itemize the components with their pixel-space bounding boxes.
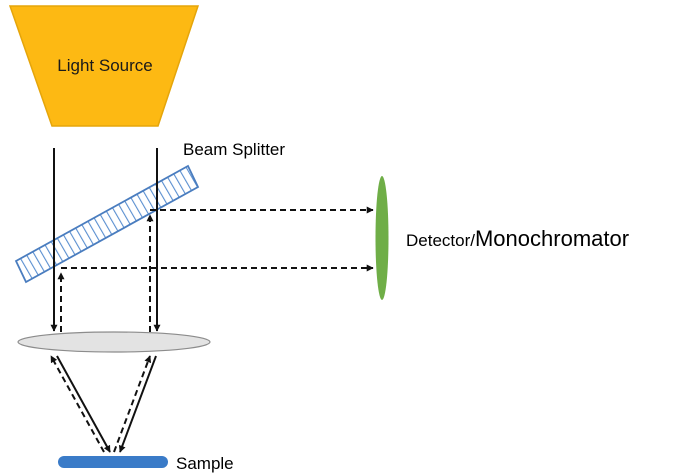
beam-splitter-label: Beam Splitter xyxy=(183,140,285,159)
light-source-shape xyxy=(8,5,200,127)
incident-beams xyxy=(50,148,161,332)
beam-left-up xyxy=(50,355,105,453)
detector-label-prefix: Detector/ xyxy=(406,231,475,250)
detector-label: Detector/Monochromator xyxy=(406,226,629,251)
detector-label-suffix: Monochromator xyxy=(475,226,629,251)
sample-label: Sample xyxy=(176,454,234,473)
sample-beams xyxy=(50,355,157,453)
sample: Sample xyxy=(58,454,234,473)
light-source-label: Light Source xyxy=(57,56,152,75)
sample-disk xyxy=(58,456,168,468)
focusing-lens xyxy=(17,331,211,353)
beam-splitter: Beam Splitter xyxy=(14,140,285,284)
beam-left-down xyxy=(56,355,111,453)
beam-right-up xyxy=(113,355,152,453)
reflected-beams xyxy=(61,206,374,272)
beam-right-down xyxy=(118,355,157,453)
detector: Detector/Monochromator xyxy=(375,176,629,300)
light-source: Light Source xyxy=(8,5,200,127)
detector-lens xyxy=(375,176,389,300)
beam-splitter-plate xyxy=(14,164,200,284)
